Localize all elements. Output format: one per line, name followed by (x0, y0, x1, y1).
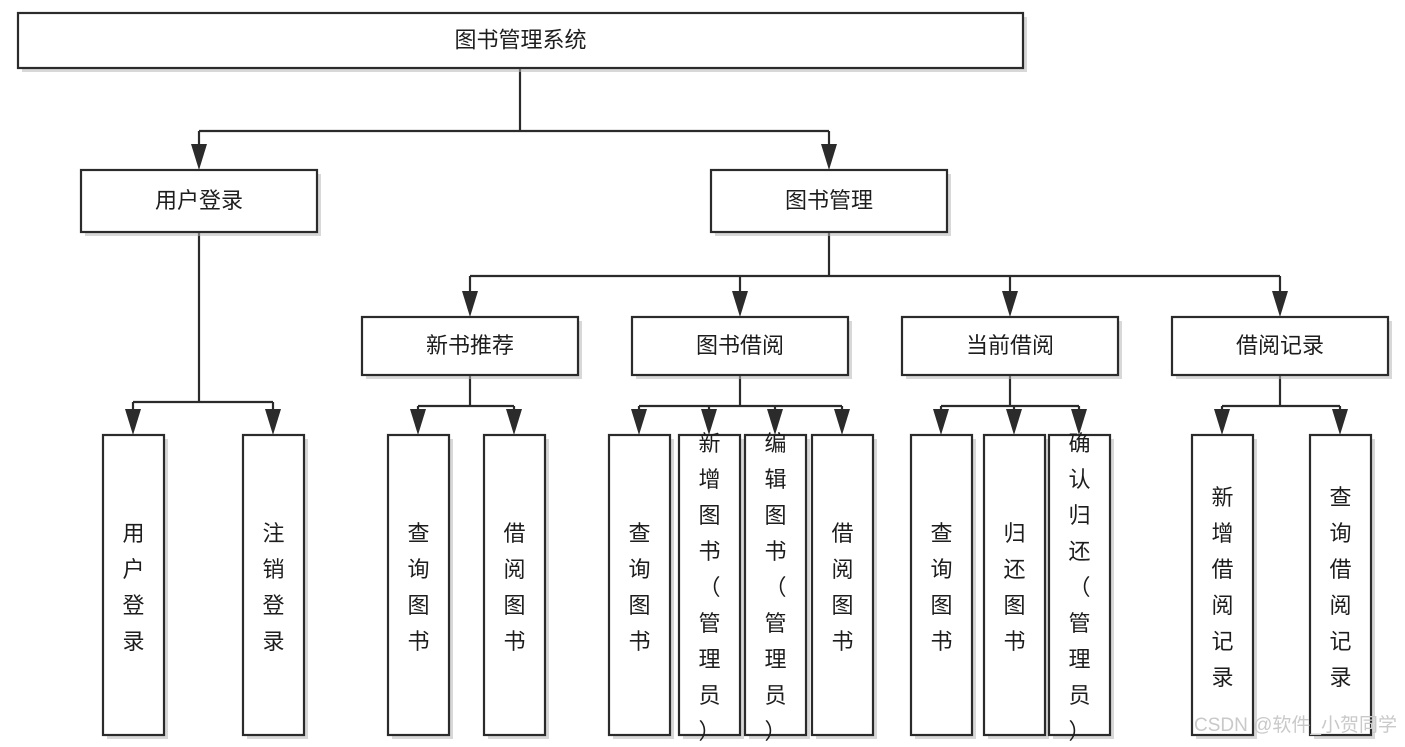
arrow-head-icon (506, 409, 522, 435)
node-rect[interactable] (630, 315, 850, 377)
node-rect[interactable] (900, 315, 1120, 377)
arrow-head-icon (1071, 409, 1087, 435)
node-l3-current-borrow[interactable]: 当前借阅 (900, 315, 1122, 379)
arrow-head-icon (1214, 409, 1230, 435)
connectors-layer (125, 68, 1348, 435)
node-l2-book-manage[interactable]: 图书管理 (709, 168, 951, 236)
node-label: 编辑图书（管理员） (764, 431, 786, 744)
node-label: 新书推荐 (426, 333, 514, 358)
node-label: 用户登录 (122, 521, 144, 654)
node-label: 借阅图书 (503, 521, 525, 654)
node-l3-book-borrow[interactable]: 图书借阅 (630, 315, 852, 379)
node-label: 图书管理系统 (454, 27, 586, 52)
node-rect[interactable] (101, 433, 166, 737)
node-rect[interactable] (607, 433, 672, 737)
node-leaf-add-borrow-record[interactable]: 新增借阅记录 (1190, 433, 1257, 739)
node-label: 新增图书（管理员） (698, 431, 720, 744)
node-leaf-borrow-book-1[interactable]: 借阅图书 (482, 433, 549, 739)
node-leaf-add-book-admin[interactable]: 新增图书（管理员） (677, 431, 744, 744)
node-rect[interactable] (982, 433, 1047, 737)
node-leaf-query-book-3[interactable]: 查询图书 (909, 433, 976, 739)
arrow-head-icon (1332, 409, 1348, 435)
node-rect[interactable] (386, 433, 451, 737)
arrow-head-icon (701, 409, 717, 435)
arrow-head-icon (410, 409, 426, 435)
node-label: 用户登录 (155, 188, 243, 213)
node-leaf-query-book-1[interactable]: 查询图书 (386, 433, 453, 739)
node-root[interactable]: 图书管理系统 (16, 11, 1027, 72)
node-rect[interactable] (1308, 433, 1373, 737)
node-rect[interactable] (482, 433, 547, 737)
node-leaf-query-book-2[interactable]: 查询图书 (607, 433, 674, 739)
node-label: 图书管理 (785, 188, 873, 213)
arrow-head-icon (125, 409, 141, 435)
node-label: 图书借阅 (696, 333, 784, 358)
node-rect[interactable] (1190, 433, 1255, 737)
arrow-head-icon (834, 409, 850, 435)
arrow-head-icon (1002, 291, 1018, 317)
node-label: 借阅图书 (831, 521, 853, 654)
node-label: 查询图书 (407, 521, 429, 654)
node-label: 借阅记录 (1236, 333, 1324, 358)
node-label: 查询图书 (930, 521, 952, 654)
arrow-head-icon (631, 409, 647, 435)
node-rect[interactable] (909, 433, 974, 737)
node-rect[interactable] (1170, 315, 1390, 377)
nodes-layer: 图书管理系统用户登录图书管理新书推荐图书借阅当前借阅借阅记录用户登录注销登录查询… (16, 11, 1392, 744)
csdn-watermark: CSDN @软件_小贺同学 (1194, 714, 1397, 736)
arrow-head-icon (191, 144, 207, 170)
node-leaf-edit-book-admin[interactable]: 编辑图书（管理员） (743, 431, 810, 744)
node-leaf-confirm-return-admin[interactable]: 确认归还（管理员） (1047, 431, 1114, 744)
node-label: 当前借阅 (966, 333, 1054, 358)
node-l3-new-book-recommend[interactable]: 新书推荐 (360, 315, 582, 379)
node-rect[interactable] (743, 433, 808, 737)
node-leaf-return-book[interactable]: 归还图书 (982, 433, 1049, 739)
node-label: 查询图书 (628, 521, 650, 654)
arrow-head-icon (933, 409, 949, 435)
node-leaf-query-borrow-record[interactable]: 查询借阅记录 (1308, 433, 1375, 739)
arrow-head-icon (1006, 409, 1022, 435)
node-rect[interactable] (241, 433, 306, 737)
arrow-head-icon (265, 409, 281, 435)
arrow-head-icon (732, 291, 748, 317)
node-l2-user-login[interactable]: 用户登录 (79, 168, 321, 236)
node-label: 查询借阅记录 (1329, 485, 1351, 690)
node-rect[interactable] (709, 168, 949, 234)
node-rect[interactable] (16, 11, 1025, 70)
node-rect[interactable] (360, 315, 580, 377)
node-leaf-user-login[interactable]: 用户登录 (101, 433, 168, 739)
node-label: 确认归还（管理员） (1068, 431, 1090, 744)
node-leaf-borrow-book-2[interactable]: 借阅图书 (810, 433, 877, 739)
node-rect[interactable] (1047, 433, 1112, 737)
node-label: 归还图书 (1003, 521, 1025, 654)
arrow-head-icon (767, 409, 783, 435)
node-rect[interactable] (810, 433, 875, 737)
arrow-head-icon (1272, 291, 1288, 317)
node-l3-borrow-record[interactable]: 借阅记录 (1170, 315, 1392, 379)
arrow-head-icon (462, 291, 478, 317)
node-rect[interactable] (677, 433, 742, 737)
node-leaf-logout-login[interactable]: 注销登录 (241, 433, 308, 739)
node-label: 注销登录 (262, 521, 284, 654)
node-label: 新增借阅记录 (1211, 485, 1233, 690)
arrow-head-icon (821, 144, 837, 170)
node-rect[interactable] (79, 168, 319, 234)
